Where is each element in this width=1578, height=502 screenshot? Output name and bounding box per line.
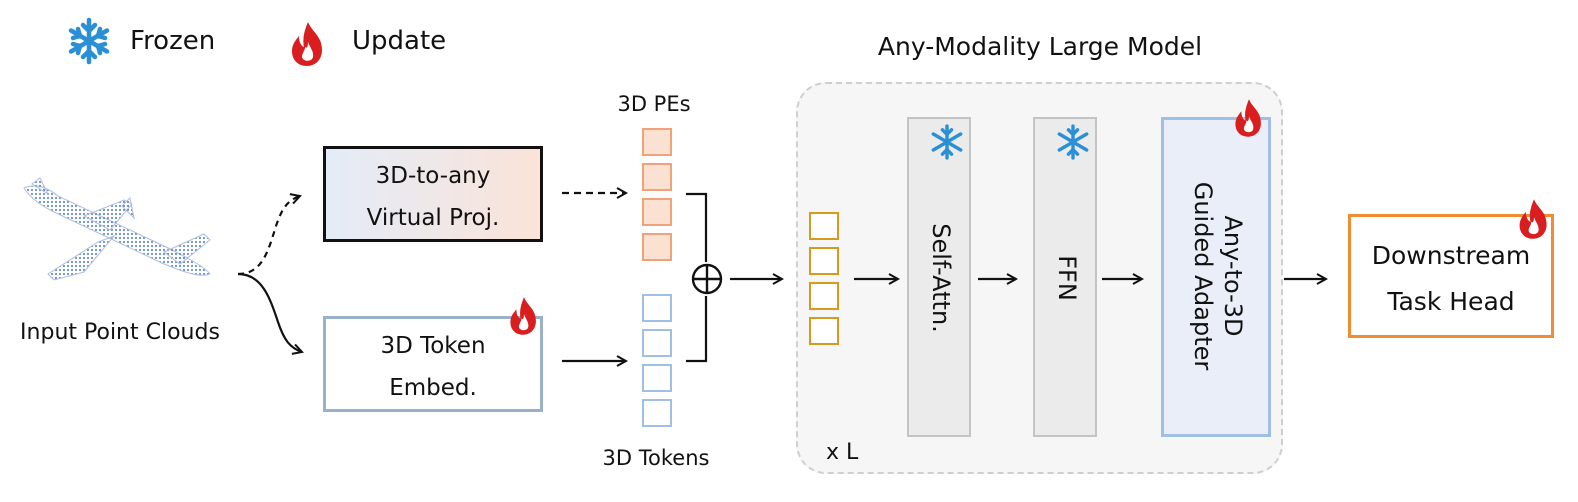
pe-square (642, 128, 672, 156)
legend-frozen-label: Frozen (130, 26, 216, 56)
adapter-block: Any-to-3D Guided Adapter (1161, 117, 1271, 437)
token-square (642, 329, 672, 357)
snowflake-icon (1057, 124, 1089, 160)
self-attn-block: Self-Attn. (907, 117, 971, 437)
latent-token-square (809, 282, 839, 310)
virtual-proj-line1: 3D-to-any (375, 163, 491, 189)
token-embed-box: 3D Token Embed. (323, 316, 543, 412)
flame-icon (292, 22, 322, 66)
task-head-box: Downstream Task Head (1348, 214, 1554, 338)
token-square (642, 294, 672, 322)
virtual-proj-line2: Virtual Proj. (366, 205, 500, 231)
tokens-label: 3D Tokens (602, 446, 710, 470)
point-cloud-airplane (23, 177, 211, 281)
pe-square (642, 198, 672, 226)
model-title: Any-Modality Large Model (877, 32, 1203, 61)
latent-token-square (809, 247, 839, 275)
pe-bracket (686, 192, 708, 262)
input-label: Input Point Clouds (20, 320, 220, 345)
latent-token-square (809, 212, 839, 240)
split-arrow-up (237, 196, 300, 276)
snowflake-icon (931, 124, 963, 160)
task-head-line2: Task Head (1387, 287, 1515, 316)
flame-icon (510, 297, 536, 335)
token-square (642, 399, 672, 427)
legend: Frozen Update (60, 14, 480, 70)
ffn-block: FFN (1033, 117, 1097, 437)
virtual-proj-box: 3D-to-any Virtual Proj. (323, 146, 543, 242)
flame-icon (1235, 99, 1261, 137)
token-bracket (686, 296, 708, 363)
pe-square (642, 163, 672, 191)
token-square (642, 364, 672, 392)
task-head-line1: Downstream (1371, 241, 1531, 270)
legend-update-label: Update (352, 26, 447, 56)
token-embed-line2: Embed. (389, 375, 477, 401)
token-embed-line1: 3D Token (380, 333, 486, 359)
pe-label: 3D PEs (617, 92, 691, 116)
repeat-label: x L (826, 440, 859, 465)
split-arrow-down (237, 272, 302, 352)
flame-icon (1519, 199, 1547, 239)
snowflake-icon (68, 17, 110, 65)
pe-square (642, 233, 672, 261)
sum-icon (691, 263, 723, 295)
latent-token-square (809, 317, 839, 345)
